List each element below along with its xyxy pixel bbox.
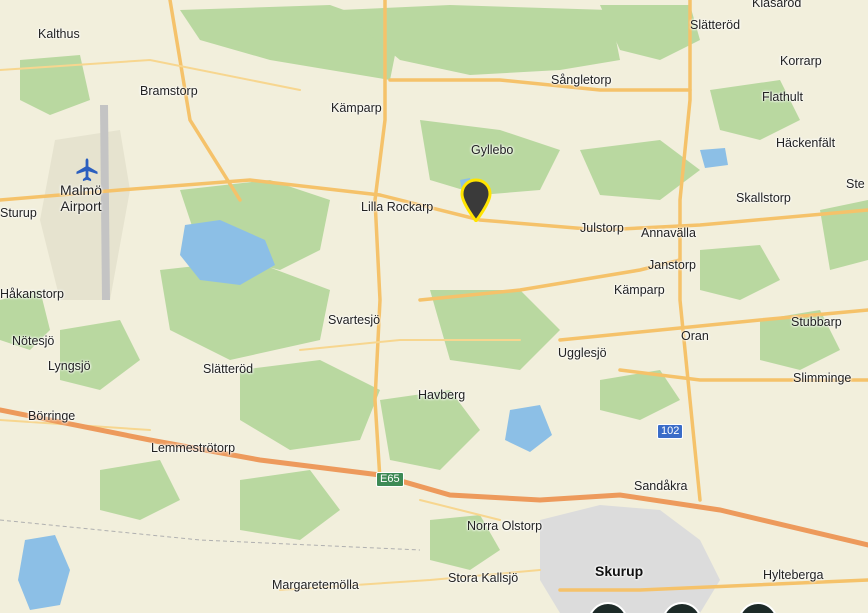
place-label-sangletorp: Sångletorp [551, 73, 612, 87]
major-roads [0, 0, 868, 592]
airplane-icon [76, 158, 98, 182]
place-label-sandakra: Sandåkra [634, 479, 688, 493]
place-label-lyngsjo: Lyngsjö [48, 359, 91, 373]
airport-label-line2: Airport [60, 198, 102, 214]
road-shield-e65: E65 [376, 472, 404, 487]
place-label-annavalla: Annavälla [641, 226, 696, 240]
place-label-korrarp: Korrarp [780, 54, 822, 68]
place-label-norra-olstorp: Norra Olstorp [467, 519, 543, 533]
place-label-hackenfalt: Häckenfält [776, 136, 836, 150]
place-label-julstorp: Julstorp [580, 221, 624, 235]
place-label-svartesjo: Svartesjö [328, 313, 381, 327]
place-label-ste: Ste [846, 177, 865, 191]
place-label-lilla-rockarp: Lilla Rockarp [361, 200, 434, 214]
place-label-margaretemolla: Margaretemölla [272, 578, 359, 592]
place-label-kalthus: Kalthus [38, 27, 80, 41]
place-label-kamparp-north: Kämparp [331, 101, 382, 115]
place-label-klasarod: Klasarod [752, 0, 802, 10]
place-label-oran: Oran [681, 329, 709, 343]
place-label-havberg: Havberg [418, 388, 466, 402]
airport-label: Malmö Airport [60, 182, 102, 214]
place-label-hylteberga: Hylteberga [763, 568, 824, 582]
place-label-janstorp: Janstorp [648, 258, 696, 272]
map-pin-icon [460, 178, 492, 224]
place-label-lemmestrotorp: Lemmeströtorp [151, 441, 236, 455]
place-label-notesjo: Nötesjö [12, 334, 55, 348]
location-marker[interactable] [459, 178, 493, 224]
place-label-slatterod-west: Slätteröd [203, 362, 254, 376]
place-label-gyllebo: Gyllebo [471, 143, 514, 157]
place-label-flathult: Flathult [762, 90, 803, 104]
place-label-slimminge: Slimminge [793, 371, 852, 385]
place-label-stubbarp: Stubbarp [791, 315, 842, 329]
place-label-hakanstorp: Håkanstorp [0, 287, 64, 301]
place-label-skallstorp: Skallstorp [736, 191, 791, 205]
motorway-e65 [0, 407, 868, 548]
place-label-bramstorp: Bramstorp [140, 84, 198, 98]
skurup-urban-area [540, 505, 720, 613]
place-label-stora-kallsjo: Stora Kallsjö [448, 571, 519, 585]
town-label-skurup: Skurup [595, 563, 644, 579]
place-label-ugglesjo: Ugglesjö [558, 346, 607, 360]
airport-label-line1: Malmö [60, 182, 103, 198]
place-label-borringe: Börringe [28, 409, 76, 423]
place-label-slatterod-ne: Slätteröd [690, 18, 741, 32]
place-label-kamparp-south: Kämparp [614, 283, 665, 297]
road-shield-102: 102 [657, 424, 684, 439]
place-label-sturup: Sturup [0, 206, 37, 220]
